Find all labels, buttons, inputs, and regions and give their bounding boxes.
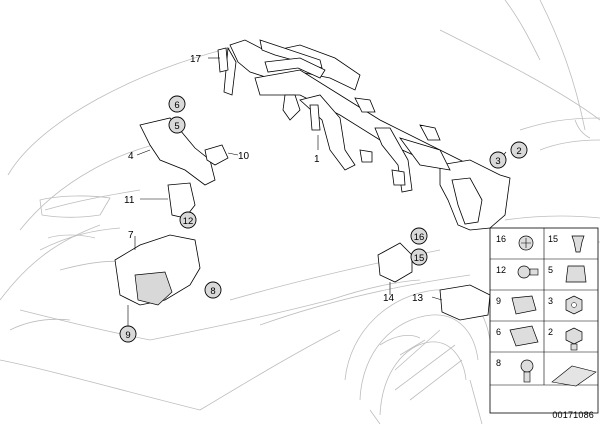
table-label-r1-left: 16 (496, 234, 506, 244)
callout-circle-5: 5 (168, 116, 186, 134)
callout-17: 17 (190, 54, 202, 65)
callout-9: 9 (125, 330, 130, 341)
table-label-r5-left: 8 (496, 358, 501, 368)
clip-9-icon (511, 295, 537, 315)
bracket-part-14 (377, 242, 413, 283)
expanding-rivet-icon (571, 235, 585, 253)
callout-circle-12: 12 (179, 211, 197, 229)
callout-circle-8: 8 (204, 281, 222, 299)
table-label-r3-left: 9 (496, 296, 501, 306)
callout-7: 7 (128, 230, 134, 241)
table-label-r3-right: 3 (548, 296, 553, 306)
callout-1: 1 (314, 154, 320, 165)
callout-circle-2: 2 (510, 141, 528, 159)
hex-bolt-icon (565, 327, 583, 351)
callout-circle-9: 9 (119, 325, 137, 343)
table-label-r4-left: 6 (496, 327, 501, 337)
callout-10: 10 (238, 151, 250, 162)
callout-circle-16: 16 (410, 227, 428, 245)
bracket-part-17 (217, 47, 229, 73)
callout-6: 6 (174, 100, 179, 111)
document-id: 00171086 (552, 410, 594, 420)
callout-3: 3 (495, 156, 500, 167)
callout-16: 16 (414, 232, 425, 243)
bracket-part-4 (139, 117, 216, 186)
callout-circle-15: 15 (410, 248, 428, 266)
callout-5: 5 (174, 121, 179, 132)
table-label-r1-right: 15 (548, 234, 558, 244)
callout-8: 8 (210, 286, 215, 297)
table-label-r4-right: 2 (548, 327, 553, 337)
clip-part-10 (204, 144, 229, 166)
spring-nut-icon (565, 265, 587, 283)
callout-14: 14 (383, 293, 395, 304)
table-label-r2-right: 5 (548, 265, 553, 275)
callout-circle-3: 3 (489, 151, 507, 169)
callout-2: 2 (516, 146, 521, 157)
arrow-icon (551, 365, 597, 387)
bracket-part-13 (439, 284, 491, 321)
callout-15: 15 (414, 253, 425, 264)
table-label-r2-left: 12 (496, 265, 506, 275)
bolt-8-icon (520, 359, 534, 383)
callout-circle-6: 6 (168, 95, 186, 113)
callout-11: 11 (124, 195, 135, 206)
motor-housing (134, 271, 173, 306)
push-nut-icon (518, 235, 534, 251)
callout-12: 12 (183, 216, 194, 227)
callout-13: 13 (412, 293, 424, 304)
hex-nut-icon (565, 295, 583, 315)
callout-4: 4 (128, 151, 134, 162)
cross-car-beam (223, 39, 511, 231)
fastener-table: 16 15 12 5 9 3 6 2 8 (489, 227, 599, 414)
cable-clip-icon (509, 325, 539, 347)
screw-12-icon (517, 265, 539, 279)
